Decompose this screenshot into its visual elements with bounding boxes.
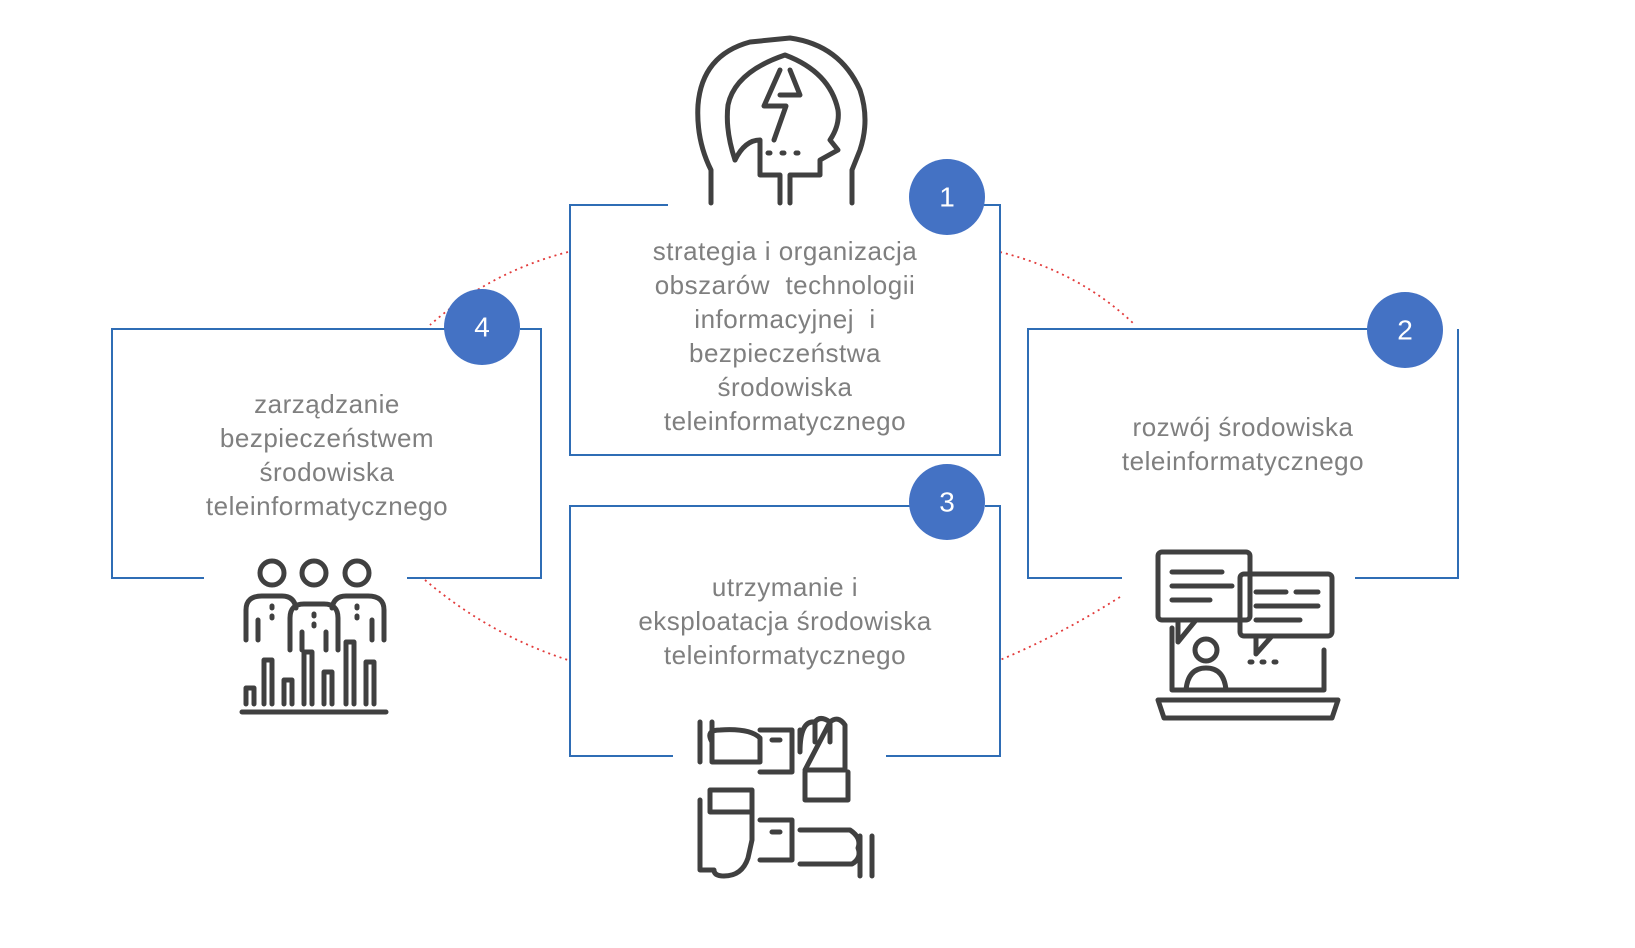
- connection-arcs: [424, 251, 1136, 661]
- box-development-frame: [1027, 328, 1459, 579]
- box-maintenance-line-3: teleinformatycznego: [663, 640, 907, 670]
- box-strategy-line-6: teleinformatycznego: [663, 406, 907, 436]
- box-maintenance-frame: [569, 505, 1001, 757]
- arc-1-4: [429, 251, 569, 326]
- box-security-management-line-3: środowiska: [259, 457, 395, 487]
- badge-1: 1: [909, 159, 985, 235]
- box-security-management-line-2: bezpieczeństwem: [219, 423, 435, 453]
- team-chart-icon: [239, 558, 389, 715]
- box-strategy-line-2: obszarów technologii: [654, 270, 916, 300]
- badge-4-number: 4: [474, 312, 490, 343]
- box-development-line-1: rozwój środowiska: [1132, 412, 1354, 442]
- box-security-management-line-4: teleinformatycznego: [205, 491, 449, 521]
- box-maintenance-line-1: utrzymanie i: [711, 572, 859, 602]
- box-strategy-frame: [569, 204, 1001, 456]
- arc-2-3: [999, 596, 1121, 661]
- box-development-label: rozwój środowiska teleinformatycznego: [1035, 410, 1451, 478]
- joined-hands-icon: [697, 716, 875, 879]
- box-security-management-label: zarządzanie bezpieczeństwem środowiska t…: [122, 387, 532, 523]
- box-maintenance-line-2: eksploatacja środowiska: [638, 606, 932, 636]
- box-security-management-line-1: zarządzanie: [254, 389, 400, 419]
- box-strategy-line-1: strategia i organizacja: [652, 236, 918, 266]
- badge-3-number: 3: [939, 487, 955, 518]
- badge-4: 4: [444, 289, 520, 365]
- badge-2: 2: [1367, 292, 1443, 368]
- box-security-management-frame: [111, 328, 542, 579]
- badge-3: 3: [909, 464, 985, 540]
- badge-2-number: 2: [1397, 315, 1413, 346]
- badge-1-number: 1: [939, 182, 955, 213]
- box-security-management: [111, 328, 542, 579]
- box-development-line-2: teleinformatycznego: [1121, 446, 1365, 476]
- head-lightning-icon: [695, 35, 868, 206]
- box-strategy-line-4: bezpieczeństwa: [689, 338, 881, 368]
- box-maintenance-label: utrzymanie i eksploatacja środowiska tel…: [580, 570, 990, 672]
- box-maintenance: [569, 505, 1001, 757]
- box-strategy-line-3: informacyjnej i: [694, 304, 876, 334]
- arc-4-3: [424, 579, 569, 661]
- arc-1-2: [999, 251, 1136, 326]
- box-strategy: [569, 204, 1001, 456]
- box-strategy-line-5: środowiska: [717, 372, 853, 402]
- box-development: [1027, 328, 1459, 579]
- laptop-video-chat-icon: [1155, 549, 1341, 721]
- box-strategy-label: strategia i organizacja obszarów technol…: [580, 234, 990, 438]
